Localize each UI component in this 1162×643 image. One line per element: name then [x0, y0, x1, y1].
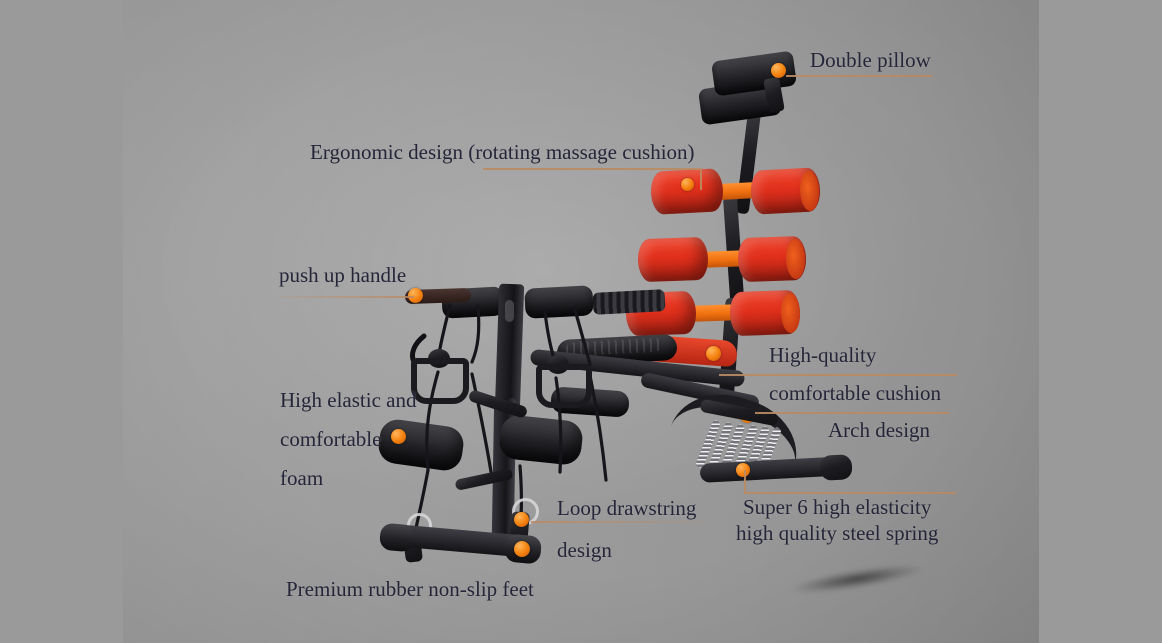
- callout-rubber-feet: Premium rubber non-slip feet: [286, 573, 534, 606]
- drawstring-marker-dot: [514, 512, 529, 527]
- foam-pad-left-dot: [391, 429, 406, 444]
- callout-ergonomic-design: Ergonomic design (rotating massage cushi…: [310, 136, 695, 169]
- callout-double-pillow-text: Double pillow: [810, 48, 931, 72]
- callout-high-quality-cushion-line1: High-quality: [769, 343, 877, 367]
- callout-high-elastic-foam-line2: comfortable: [280, 427, 382, 451]
- callout-steel-spring-line2: high quality steel spring: [736, 521, 939, 545]
- callout-steel-spring: Super 6 high elasticity high quality ste…: [736, 494, 938, 546]
- leader-double-pillow: [786, 75, 932, 77]
- leader-push-up-handle: [278, 296, 414, 298]
- callout-arch-design-text: Arch design: [828, 418, 931, 442]
- callout-loop-drawstring: Loop drawstring design: [557, 487, 696, 571]
- callout-ergonomic-design-text: Ergonomic design (rotating massage cushi…: [310, 140, 695, 164]
- cushion-marker-dot: [706, 346, 721, 361]
- leader-ergonomic-vertical: [700, 168, 702, 190]
- callout-steel-spring-line1: Super 6 high elasticity: [743, 495, 932, 519]
- push-up-handle-dot: [408, 288, 423, 303]
- handle-loop-left: [411, 358, 469, 404]
- rubber-foot-dot: [514, 541, 530, 557]
- callout-push-up-handle-text: push up handle: [279, 263, 407, 287]
- callout-loop-drawstring-line1: Loop drawstring: [557, 496, 697, 520]
- leader-steel-spring-vertical: [744, 470, 746, 493]
- pillow-marker-dot: [771, 63, 786, 78]
- callout-high-elastic-foam-line3: foam: [280, 466, 324, 490]
- callout-high-elastic-foam: High elastic and comfortable foam: [280, 381, 416, 498]
- callout-loop-drawstring-line2: design: [557, 538, 612, 562]
- leader-ergonomic-horizontal: [483, 168, 701, 170]
- rubber-foot-left: [378, 522, 416, 553]
- roller-1-marker-dot: [681, 178, 694, 191]
- callout-high-quality-cushion: High-quality comfortable cushion: [769, 336, 941, 412]
- callout-high-quality-cushion-line2: comfortable cushion: [769, 381, 942, 405]
- spring-marker-dot: [736, 463, 750, 477]
- callout-rubber-feet-text: Premium rubber non-slip feet: [286, 577, 534, 601]
- callout-high-elastic-foam-line1: High elastic and: [280, 388, 417, 412]
- center-frame-slot: [505, 300, 514, 322]
- callout-arch-design: Arch design: [828, 414, 930, 447]
- leader-arch-design: [755, 412, 949, 414]
- callout-double-pillow: Double pillow: [810, 44, 931, 77]
- leader-loop-drawstring: [531, 521, 703, 523]
- product-photo: [123, 0, 1039, 643]
- callout-push-up-handle: push up handle: [279, 259, 406, 292]
- leader-steel-spring-horizontal: [744, 492, 956, 494]
- handle-loop-right: [536, 364, 592, 408]
- leader-high-quality-cushion: [719, 374, 957, 376]
